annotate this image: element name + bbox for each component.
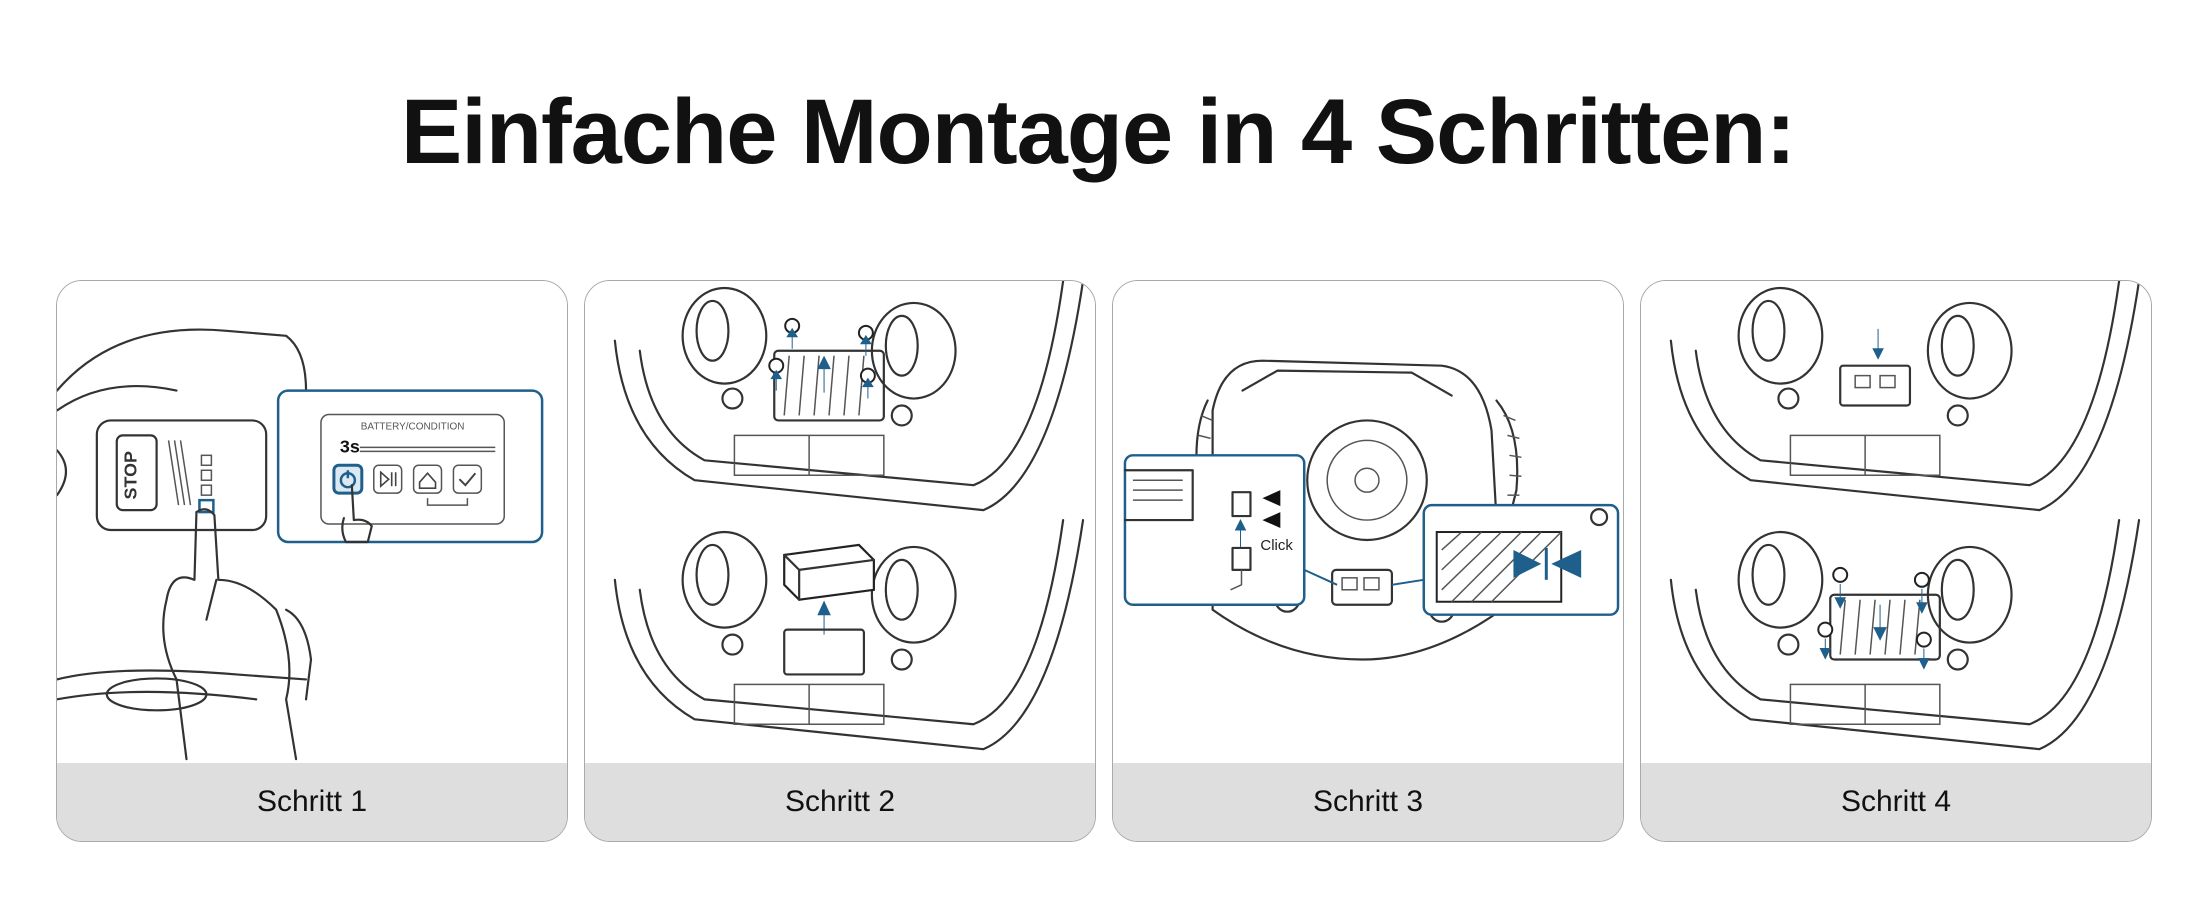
step-4-illustration (1641, 281, 2151, 764)
step-card-4: Schritt 4 (1640, 280, 2152, 842)
battery-condition-label: BATTERY/CONDITION (361, 421, 465, 432)
step-2-illustration (585, 281, 1095, 764)
cover-reassembly-drawing (1641, 281, 2151, 751)
step-1-illustration: STOP (57, 281, 567, 764)
connector-plug-drawing: Click (1123, 359, 1620, 661)
step-1-label: Schritt 1 (57, 763, 567, 841)
step-3-label: Schritt 3 (1113, 763, 1623, 841)
hold-time-label: 3s (340, 436, 360, 456)
battery-removal-drawing (585, 281, 1095, 751)
step-2-label: Schritt 2 (585, 763, 1095, 841)
click-label: Click (1260, 537, 1293, 554)
step-card-3: Click Schr (1112, 280, 1624, 842)
step-4-label: Schritt 4 (1641, 763, 2151, 841)
step-card-2: Schritt 2 (584, 280, 1096, 842)
step-3-illustration: Click (1113, 281, 1623, 764)
page-title: Einfache Montage in 4 Schritten: (400, 81, 1796, 183)
stop-label: STOP (121, 451, 141, 499)
step-card-1: STOP (56, 280, 568, 842)
steps-row: STOP (56, 280, 2152, 842)
mower-control-panel-drawing: STOP (57, 328, 544, 761)
